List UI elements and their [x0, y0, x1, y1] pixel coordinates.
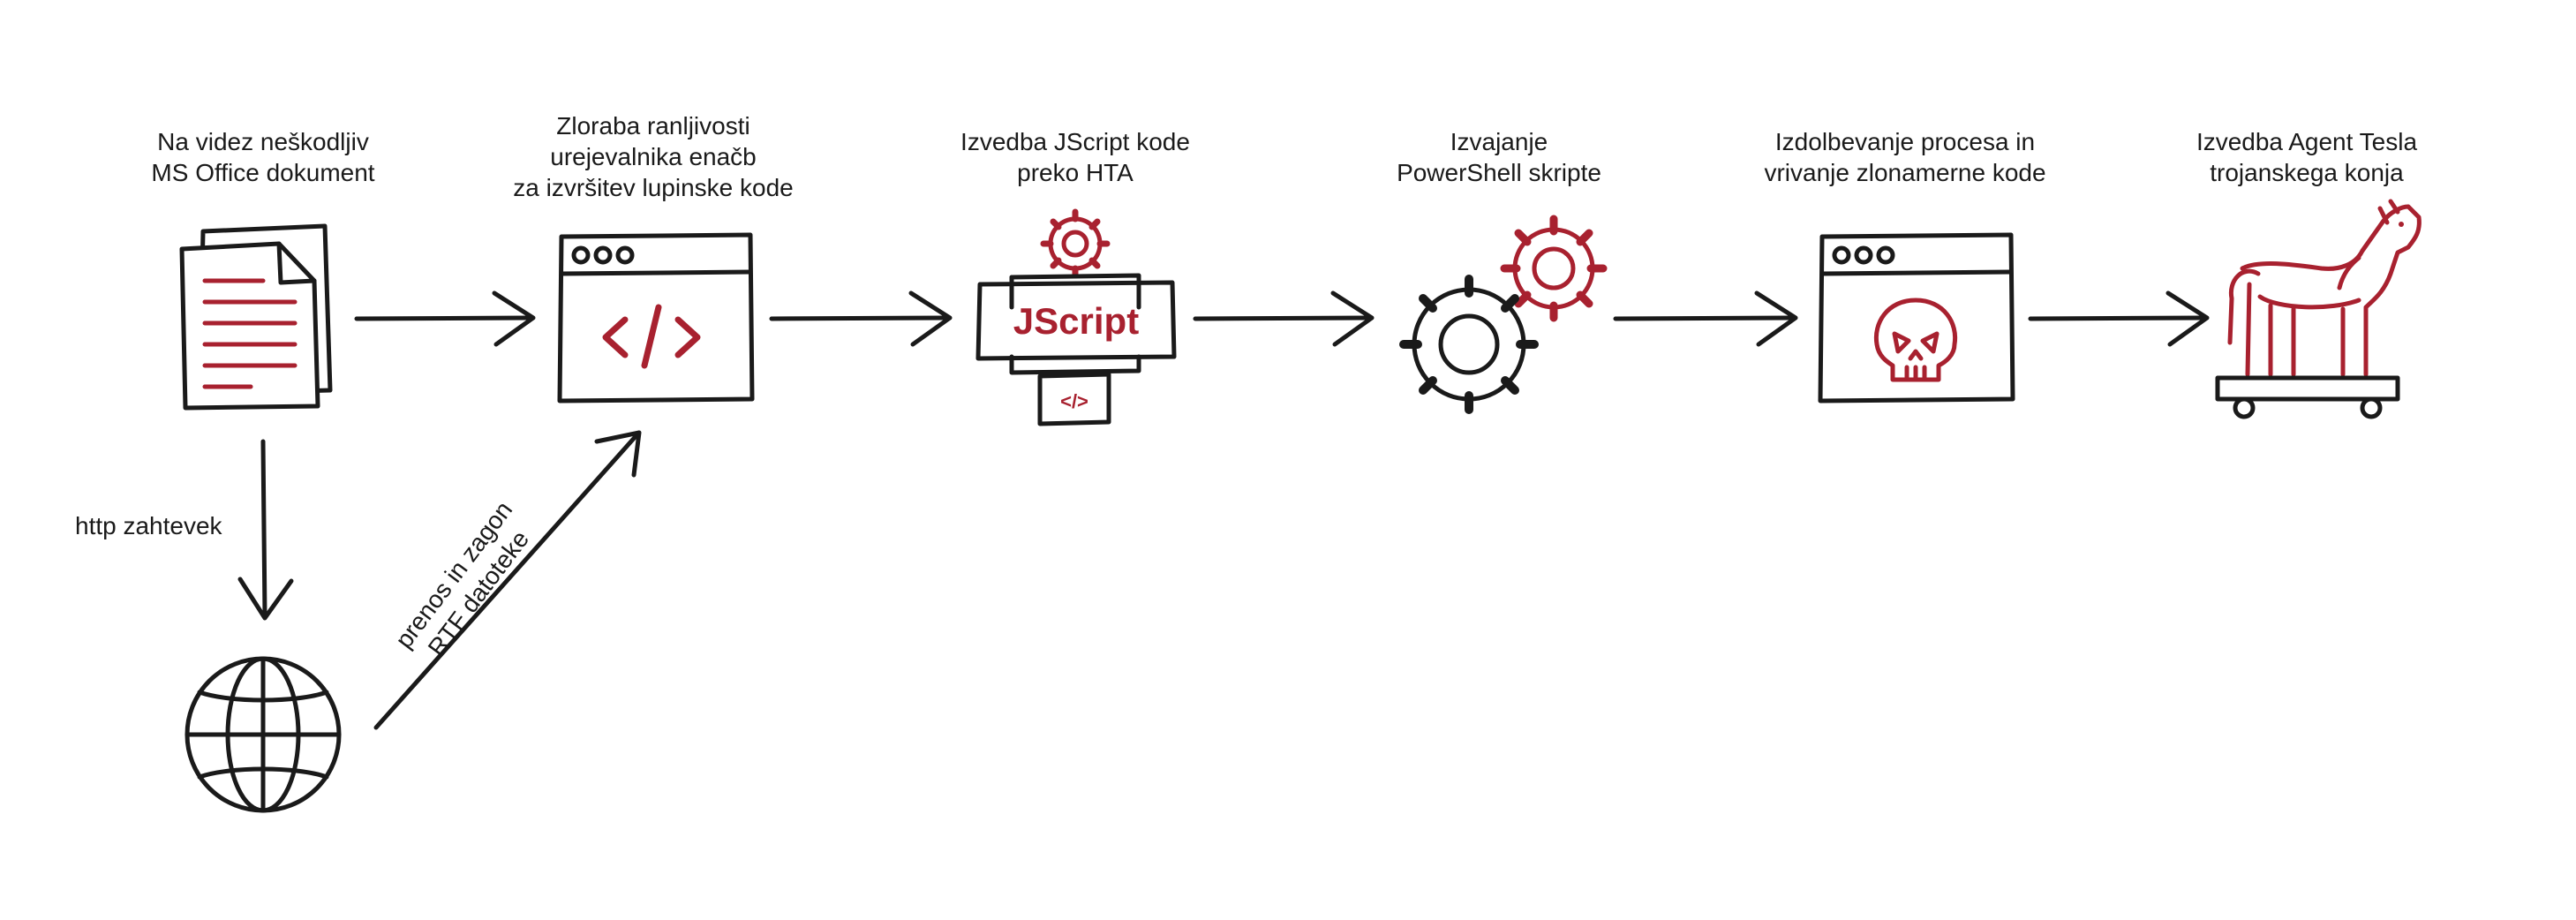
arrow-jscript-to-powershell: [1193, 290, 1375, 347]
skull-icon: [1873, 298, 1958, 382]
caption-line: MS Office dokument: [151, 159, 375, 186]
caption-line: urejevalnika enačb: [550, 143, 757, 170]
caption-office: Na videz neškodljiv MS Office dokument: [151, 126, 374, 188]
caption-jscript: Izvedba JScript kode preko HTA: [960, 126, 1190, 188]
caption-line: Izvedba JScript kode: [960, 128, 1190, 155]
malicious-window-icon: [1818, 232, 2015, 403]
jscript-hta-icon: JScript </>: [975, 208, 1177, 426]
arrow-equation-to-jscript: [769, 290, 953, 347]
edge-label-http-request: http zahtevek: [75, 512, 222, 539]
caption-line: za izvršitev lupinske kode: [513, 174, 794, 201]
arrow-office-to-equation: [354, 290, 536, 347]
arrow-office-to-globe: [237, 439, 294, 621]
caption-line: vrivanje zlonamerne kode: [1764, 159, 2046, 186]
caption-line: PowerShell skripte: [1397, 159, 1601, 186]
trojan-horse-icon: [2215, 199, 2422, 419]
caption-line: Na videz neškodljiv: [157, 128, 369, 155]
caption-process-hollowing: Izdolbevanje procesa in vrivanje zloname…: [1764, 126, 2045, 188]
caption-powershell: Izvajanje PowerShell skripte: [1397, 126, 1601, 188]
gears-icon: [1399, 215, 1608, 414]
caption-line: Zloraba ranljivosti: [556, 112, 750, 140]
red-gear-icon: [1500, 215, 1608, 322]
document-icon: [179, 223, 333, 411]
caption-line: trojanskega konja: [2210, 159, 2404, 186]
caption-equation-editor: Zloraba ranljivosti urejevalnika enačb z…: [513, 110, 793, 203]
arrow-hollowing-to-trojan: [2028, 290, 2210, 347]
caption-line: Izvedba Agent Tesla: [2196, 128, 2418, 155]
globe-icon: [185, 656, 342, 813]
jscript-badge-text: JScript: [1013, 300, 1139, 342]
caption-trojan: Izvedba Agent Tesla trojanskega konja: [2196, 126, 2417, 188]
caption-line: Izdolbevanje procesa in: [1774, 128, 2036, 155]
caption-line: Izvajanje: [1450, 128, 1548, 155]
arrow-globe-to-equation: [373, 430, 642, 730]
arrow-powershell-to-hollowing: [1613, 290, 1798, 347]
black-gear-icon: [1399, 275, 1539, 414]
caption-line: preko HTA: [1017, 159, 1134, 186]
gear-icon: [1040, 208, 1111, 279]
small-code-symbol: </>: [1060, 390, 1088, 412]
code-window-icon: [557, 232, 755, 403]
